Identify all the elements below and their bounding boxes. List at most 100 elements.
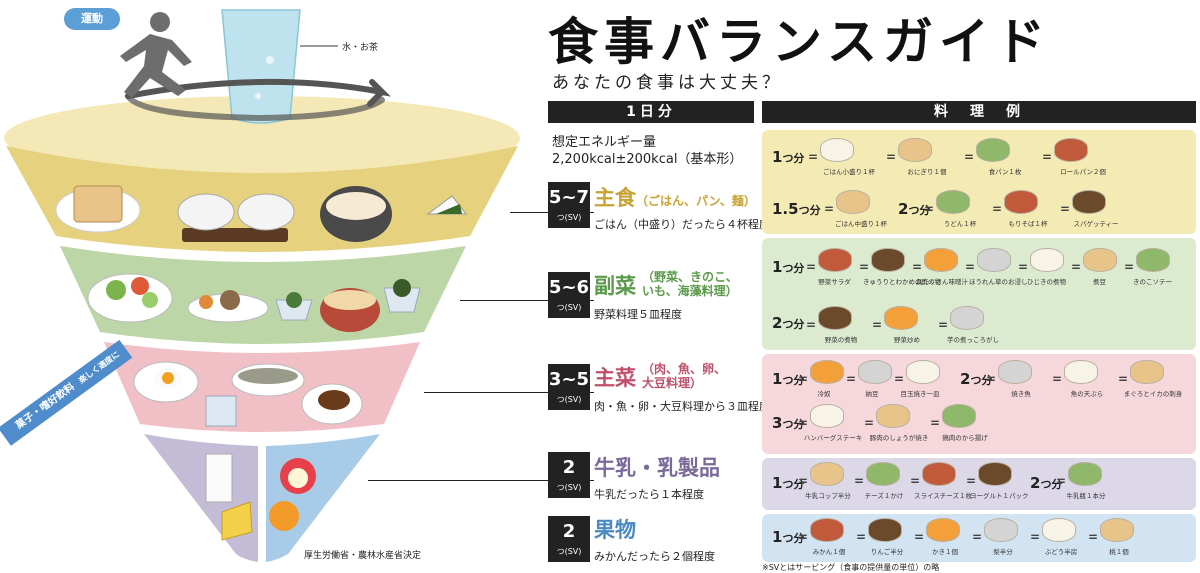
equals-sign: =	[930, 416, 941, 430]
category-desc-shusai: 肉・魚・卵・大豆料理から３皿程度	[594, 400, 770, 413]
example-dish-icon	[884, 306, 918, 330]
example-dish-icon	[810, 404, 844, 428]
equals-sign: =	[966, 474, 977, 488]
leader-line	[510, 212, 594, 213]
page-title: 食事バランスガイド	[548, 13, 1051, 71]
milk-items-illustration	[205, 453, 253, 541]
leader-line	[368, 480, 594, 481]
example-dish-icon	[936, 190, 970, 214]
equals-sign: =	[914, 530, 925, 544]
equals-sign: =	[924, 202, 935, 216]
example-dish-caption: ごはん中盛り１杯	[835, 220, 887, 228]
energy-info: 想定エネルギー量 2,200kcal±200kcal（基本形）	[552, 134, 742, 168]
example-dish-caption: 食パン１枚	[988, 168, 1022, 176]
spinning-top-pyramid	[4, 9, 520, 562]
example-dish-icon	[1068, 462, 1102, 486]
servings-count: 3~5	[548, 369, 590, 390]
sv-label: 1つ分	[772, 528, 805, 546]
ministry-credit: 厚生労働省・農林水産省決定	[304, 551, 422, 561]
equals-sign: =	[964, 150, 975, 164]
example-dish-icon	[978, 462, 1012, 486]
example-dish-icon	[924, 248, 958, 272]
example-dish-icon	[836, 190, 870, 214]
sv-label: 1つ分	[772, 148, 805, 166]
veg-dishes-illustration	[87, 273, 421, 332]
example-dish-icon	[866, 462, 900, 486]
example-dish-icon	[942, 404, 976, 428]
leader-line	[460, 300, 594, 301]
equals-sign: =	[846, 372, 857, 386]
equals-sign: =	[798, 372, 809, 386]
equals-sign: =	[798, 416, 809, 430]
example-dish-icon	[1042, 518, 1076, 542]
equals-sign: =	[972, 530, 983, 544]
category-subtitle: （ごはん、パン、麺）	[636, 194, 756, 208]
example-dish-caption: 梨半分	[993, 548, 1013, 556]
example-dish-caption: 野菜の煮物	[824, 336, 858, 344]
example-dish-icon	[898, 138, 932, 162]
equals-sign: =	[854, 474, 865, 488]
top-disc	[4, 96, 520, 180]
example-dish-caption: スパゲッティー	[1073, 220, 1119, 228]
example-dish-icon	[818, 306, 852, 330]
example-dish-icon	[818, 248, 852, 272]
example-dish-icon	[922, 462, 956, 486]
equals-sign: =	[806, 318, 817, 332]
example-dish-icon	[876, 404, 910, 428]
sv-label: 2つ分	[898, 200, 931, 218]
example-dish-caption: みかん１個	[812, 548, 846, 556]
example-dish-icon	[998, 360, 1032, 384]
equals-sign: =	[894, 372, 905, 386]
example-dish-icon	[1064, 360, 1098, 384]
category-title: 副菜	[594, 274, 636, 298]
sv-label: 1つ分	[772, 258, 805, 276]
category-subtitle-line1: （肉、魚、卵、	[642, 362, 727, 376]
example-dish-caption: 焼き魚	[1011, 390, 1031, 398]
example-dish-icon	[1083, 248, 1117, 272]
category-name-shusai: 主菜	[594, 362, 636, 392]
category-subtitle-line2: いも、海藻料理）	[642, 284, 738, 298]
equals-sign: =	[806, 260, 817, 274]
fruit-band	[266, 434, 380, 562]
category-name-fruit: 果物	[594, 518, 636, 542]
example-dish-caption: ぶどう半房	[1044, 548, 1078, 556]
example-dish-caption: ハンバーグステーキ	[803, 434, 863, 442]
example-dish-caption: もりそば１杯	[1008, 220, 1048, 228]
category-subtitle-line1: （野菜、きのこ、	[642, 270, 738, 284]
example-dish-icon	[976, 138, 1010, 162]
equals-sign: =	[864, 416, 875, 430]
example-dish-icon	[906, 360, 940, 384]
equals-sign: =	[1052, 372, 1063, 386]
category-desc-milk: 牛乳だったら１本程度	[594, 488, 704, 501]
fruit-items-illustration	[269, 458, 316, 531]
example-dish-icon	[820, 138, 854, 162]
servings-unit: つ(SV)	[556, 303, 582, 312]
equals-sign: =	[872, 318, 883, 332]
servings-unit: つ(SV)	[556, 213, 582, 222]
example-dish-icon	[977, 248, 1011, 272]
equals-sign: =	[1088, 530, 1099, 544]
example-dish-caption: 豚肉のしょうが焼き	[869, 434, 929, 442]
example-dish-caption: 芋の煮っころがし	[947, 336, 999, 344]
example-dish-caption: 桃１個	[1109, 548, 1129, 556]
equals-sign: =	[912, 260, 923, 274]
main-dishes-illustration	[133, 361, 363, 427]
example-dish-caption: 冷奴	[817, 390, 831, 398]
sv-label: 2つ分	[1030, 474, 1063, 492]
example-dish-icon	[1072, 190, 1106, 214]
servings-count: 5~7	[548, 187, 590, 208]
equals-sign: =	[824, 202, 835, 216]
equals-sign: =	[965, 260, 976, 274]
example-dish-icon	[1030, 248, 1064, 272]
example-dish-icon	[810, 518, 844, 542]
example-dish-icon	[1100, 518, 1134, 542]
equals-sign: =	[1030, 530, 1041, 544]
example-dish-icon	[1054, 138, 1088, 162]
equals-sign: =	[938, 318, 949, 332]
example-dish-caption: 目玉焼き一皿	[900, 390, 940, 398]
category-desc-fruit: みかんだったら２個程度	[594, 550, 715, 563]
servings-badge-fukusai: 5~6 つ(SV)	[548, 272, 590, 318]
example-dish-icon	[1130, 360, 1164, 384]
example-dish-caption: 魚の天ぷら	[1070, 390, 1104, 398]
category-subtitle-line2: 大豆料理）	[642, 376, 703, 390]
